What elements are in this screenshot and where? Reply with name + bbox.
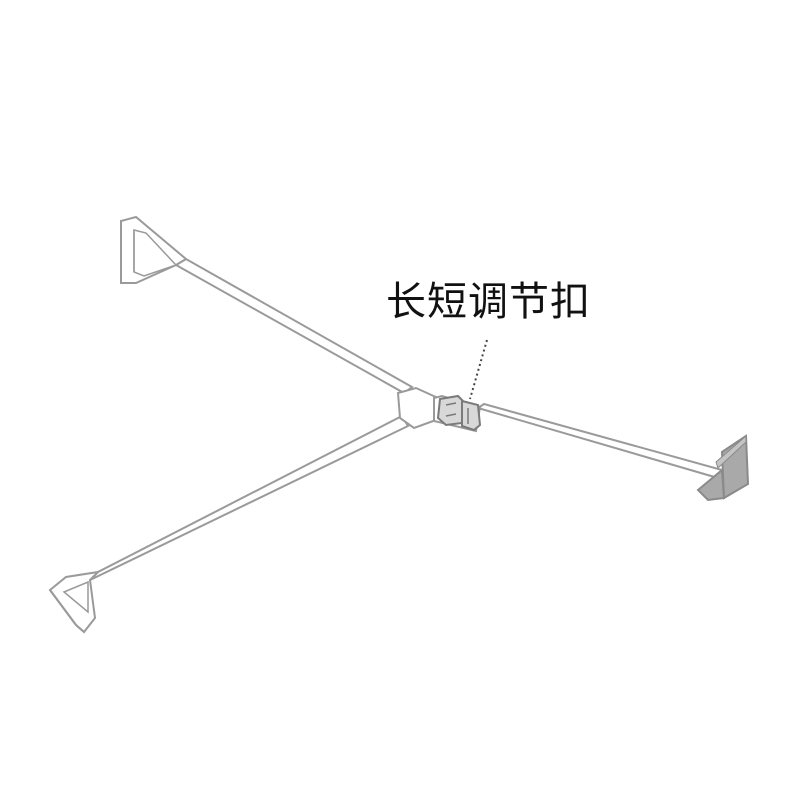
buckle-icon — [436, 394, 482, 432]
lower-left-strap — [89, 414, 410, 581]
lower-left-handle-icon — [48, 570, 101, 634]
buckle-callout-label: 长短调节扣 — [386, 279, 591, 325]
upper-left-strap — [174, 257, 414, 395]
end-plate-icon — [696, 434, 750, 502]
upper-left-handle-icon — [120, 215, 188, 284]
y-junction — [396, 386, 440, 430]
callout-leader-line — [469, 339, 488, 400]
